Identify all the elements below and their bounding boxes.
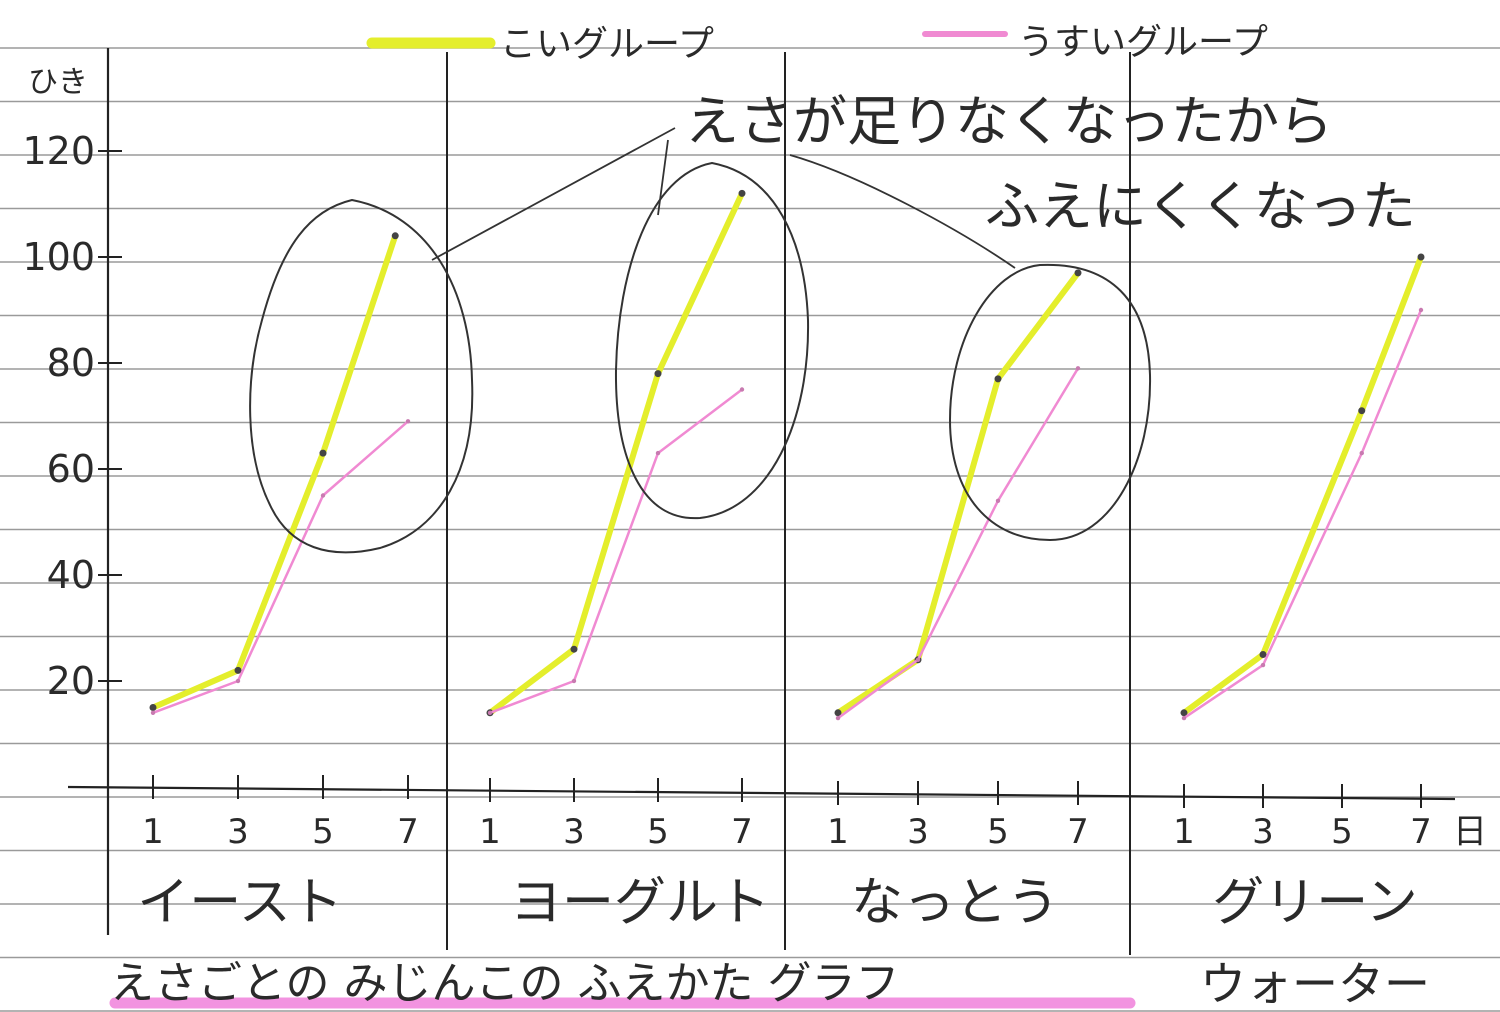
data-point-koi bbox=[994, 375, 1002, 383]
legend-label-usui: うすいグループ bbox=[1018, 22, 1268, 63]
annotation-circle bbox=[249, 198, 474, 554]
y-tick-label: 80 bbox=[47, 341, 95, 385]
y-tick-label: 120 bbox=[22, 129, 95, 173]
data-point-usui bbox=[571, 678, 577, 684]
x-tick-label: 1 bbox=[479, 812, 501, 852]
data-point-usui bbox=[655, 450, 661, 456]
legend-label-koi: こいグループ bbox=[500, 24, 714, 65]
x-tick-label: 3 bbox=[227, 812, 249, 852]
x-tick-label: 7 bbox=[1067, 812, 1089, 852]
data-point-usui bbox=[1359, 450, 1364, 456]
x-axis-label: 日 bbox=[1453, 812, 1487, 852]
data-point-usui bbox=[739, 387, 745, 392]
data-point-koi bbox=[1074, 269, 1082, 277]
data-point-koi bbox=[234, 666, 242, 674]
series-line-usui bbox=[1182, 308, 1423, 720]
y-tick-label: 100 bbox=[22, 235, 95, 279]
panel-name-line2: ウォーター bbox=[1200, 957, 1430, 1011]
annotation-text-line2: ふえにくくなった bbox=[985, 175, 1416, 238]
series-line-usui bbox=[488, 388, 744, 715]
x-tick-label: 5 bbox=[987, 812, 1009, 852]
series-line-koi bbox=[835, 269, 1081, 716]
x-tick-label: 5 bbox=[1331, 812, 1353, 852]
data-point-usui bbox=[405, 419, 411, 424]
x-tick-label: 3 bbox=[1252, 812, 1274, 852]
x-tick-label: 7 bbox=[397, 812, 419, 852]
data-point-usui bbox=[835, 715, 841, 721]
data-point-koi bbox=[738, 189, 746, 197]
panel-name: なっとう bbox=[851, 873, 1059, 933]
data-point-usui bbox=[487, 710, 493, 715]
callout-line bbox=[431, 127, 1016, 269]
y-tick-label: 40 bbox=[47, 553, 95, 597]
x-tick-label: 3 bbox=[907, 812, 929, 852]
data-point-usui bbox=[1418, 307, 1424, 313]
data-point-koi bbox=[834, 709, 842, 717]
chart-title: えさごとの みじんこの ふえかた グラフ bbox=[110, 958, 900, 1009]
data-point-koi bbox=[391, 232, 399, 240]
x-tick-label: 5 bbox=[312, 812, 334, 852]
data-point-koi bbox=[570, 645, 578, 653]
x-tick-label: 1 bbox=[827, 812, 849, 852]
data-point-usui bbox=[235, 678, 241, 684]
series-line-koi bbox=[487, 190, 745, 716]
panel-name: グリーン bbox=[1212, 873, 1417, 933]
panel-name: イースト bbox=[137, 873, 342, 933]
series-line-usui bbox=[151, 420, 410, 715]
x-tick-label: 7 bbox=[1410, 812, 1432, 852]
data-point-koi bbox=[1417, 253, 1425, 261]
x-tick-label: 7 bbox=[731, 812, 753, 852]
series-line-koi bbox=[1181, 254, 1424, 716]
x-tick-label: 3 bbox=[563, 812, 585, 852]
data-point-koi bbox=[654, 370, 662, 378]
panel-name: ヨーグルト bbox=[510, 873, 770, 933]
y-axis-label: ひき bbox=[28, 65, 88, 100]
data-point-koi bbox=[1180, 709, 1188, 717]
y-tick-label: 60 bbox=[47, 447, 95, 491]
data-point-usui bbox=[1075, 366, 1081, 371]
annotation-circle bbox=[948, 263, 1152, 542]
data-point-usui bbox=[1181, 715, 1187, 721]
x-tick-label: 1 bbox=[142, 812, 164, 852]
x-tick-label: 1 bbox=[1173, 812, 1195, 852]
data-point-usui bbox=[1260, 662, 1266, 668]
data-point-koi bbox=[1358, 407, 1366, 415]
series-line-koi bbox=[150, 232, 399, 711]
data-point-koi bbox=[1259, 651, 1267, 658]
annotation-text-line1: えさが足りなくなったから bbox=[685, 90, 1333, 153]
data-point-koi bbox=[149, 704, 157, 711]
x-axis bbox=[67, 785, 1456, 801]
x-tick-label: 5 bbox=[647, 812, 669, 852]
series-line-usui bbox=[836, 367, 1080, 720]
data-point-usui bbox=[150, 710, 156, 715]
y-tick-label: 20 bbox=[47, 659, 95, 703]
data-point-usui bbox=[995, 498, 1001, 503]
annotation-circle bbox=[614, 161, 810, 520]
data-point-usui bbox=[320, 493, 326, 498]
data-point-usui bbox=[915, 657, 921, 662]
data-point-koi bbox=[319, 449, 327, 457]
